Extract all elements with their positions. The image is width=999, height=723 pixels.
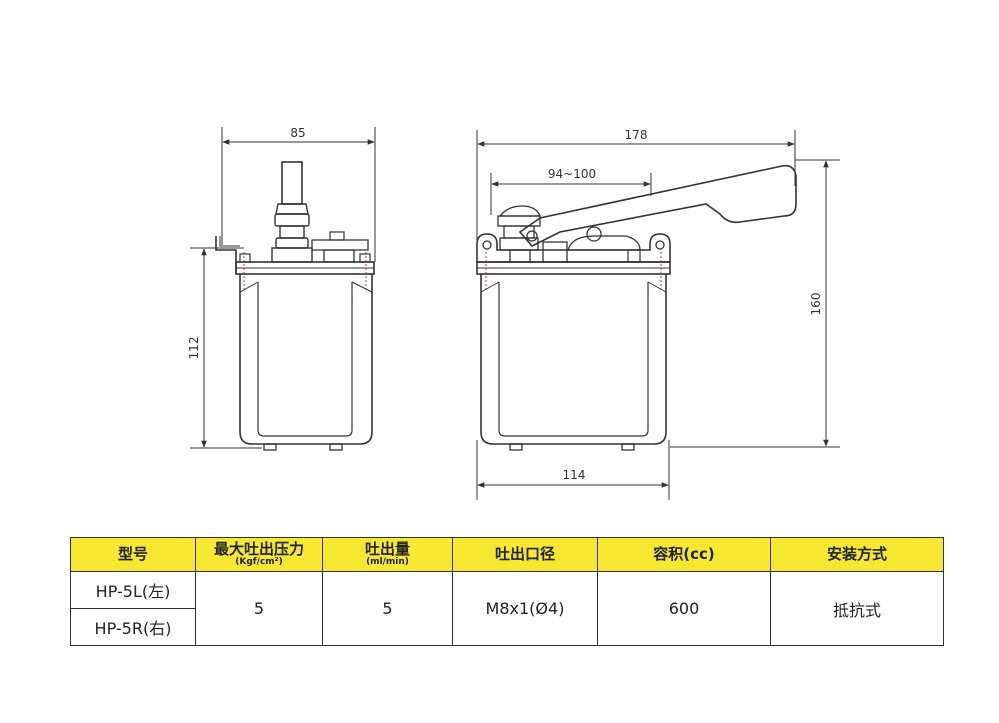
table-row: HP-5R(右) [70,608,944,646]
header-mounting: 安装方式 [770,537,944,572]
dim-side-height-label: 112 [187,337,201,360]
dim-side-width-label: 85 [290,126,305,140]
dim-front-height-label: 160 [809,293,823,316]
front-view [476,130,840,500]
spec-table: 型号 最大吐出压力(Kgf/cm²) 吐出量(ml/min) 吐出口径 容积(c… [70,537,944,646]
model-hp5r: HP-5R(右) [70,608,196,646]
dim-front-width-label: 178 [625,128,648,142]
dim-front-base-label: 114 [563,468,586,482]
pressure-value: 5 [195,571,323,646]
pump-technical-drawing: 85 112 [187,126,840,500]
dim-front-stroke-label: 94~100 [548,167,596,181]
header-volume: 容积(cc) [597,537,771,572]
spec-header-row: 型号 最大吐出压力(Kgf/cm²) 吐出量(ml/min) 吐出口径 容积(c… [70,537,944,572]
header-model: 型号 [70,537,196,572]
mounting-value: 抵抗式 [770,571,944,646]
volume-value: 600 [597,571,771,646]
port-value: M8x1(Ø4) [452,571,598,646]
table-row: HP-5L(左) 5 5 M8x1(Ø4) 600 抵抗式 [70,571,944,646]
header-max-pressure: 最大吐出压力(Kgf/cm²) [195,537,323,572]
header-output: 吐出量(ml/min) [322,537,453,572]
output-value: 5 [322,571,453,646]
model-hp5l: HP-5L(左) [70,571,196,609]
header-port: 吐出口径 [452,537,598,572]
side-view [190,127,376,451]
